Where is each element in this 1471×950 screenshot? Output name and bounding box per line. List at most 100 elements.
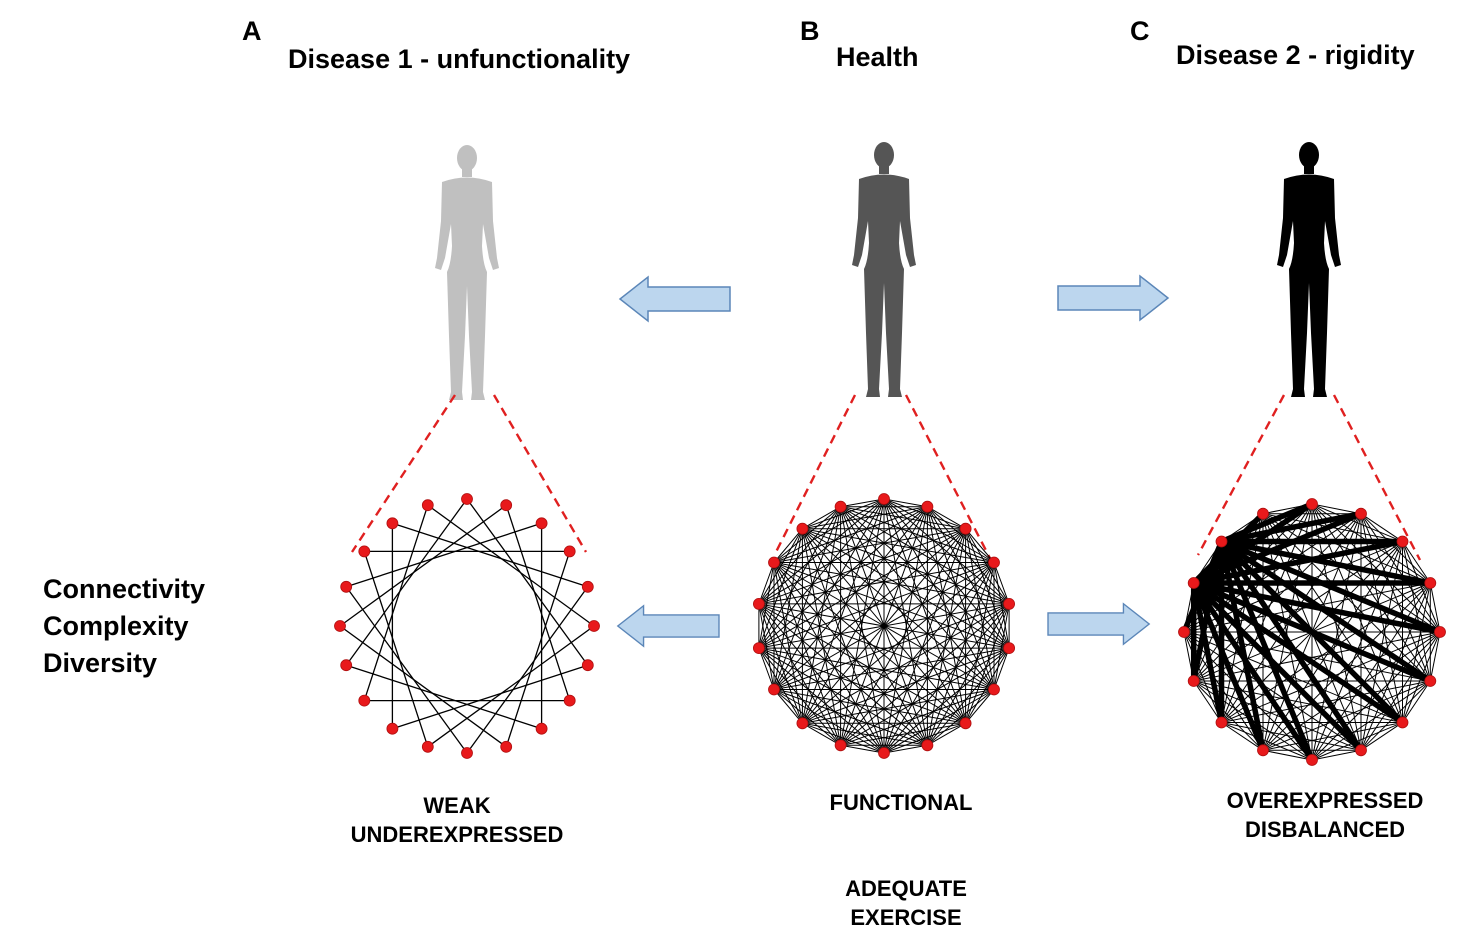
network-edge	[801, 603, 1010, 724]
network-node	[959, 717, 972, 730]
network-node	[753, 598, 765, 610]
network-edge	[1218, 538, 1315, 763]
network-edge	[883, 603, 1010, 754]
network-node	[1306, 754, 1318, 766]
network-edge	[965, 528, 1010, 649]
network-edge	[1181, 538, 1225, 635]
network-node	[563, 545, 576, 558]
network-edge	[1218, 538, 1364, 754]
network-edge	[773, 562, 967, 724]
side-label-list: Connectivity Complexity Diversity	[43, 571, 205, 682]
network-node	[1355, 744, 1367, 757]
network-edge	[1190, 580, 1315, 763]
network-edge	[758, 603, 928, 746]
network-node	[796, 717, 809, 730]
network-edge	[1360, 631, 1441, 751]
arrow-left-top	[619, 276, 731, 322]
arrow-right-top	[1057, 275, 1169, 321]
network-edge	[883, 498, 928, 508]
human-figure-light	[435, 145, 499, 400]
network-edge	[391, 664, 589, 730]
network-node	[1215, 535, 1228, 548]
network-edge	[773, 562, 1010, 605]
network-edge	[801, 506, 842, 724]
network-edge	[840, 506, 967, 724]
network-edge	[1218, 538, 1434, 684]
network-edge	[427, 504, 595, 627]
network-node	[834, 739, 847, 752]
network-edge	[773, 562, 842, 746]
human-figure-gray	[852, 142, 916, 397]
network-edge	[1193, 631, 1441, 682]
network-node	[988, 556, 1000, 569]
network-edge	[1360, 722, 1403, 751]
network-node	[1396, 535, 1409, 548]
network-edge	[883, 689, 995, 754]
network-edge	[758, 506, 842, 605]
network-ring-weak	[334, 493, 600, 759]
network-edge	[1311, 680, 1431, 761]
network-node	[1355, 507, 1367, 520]
panel-title-disease-1: Disease 1 - unfunctionality	[288, 44, 631, 74]
network-node	[1396, 716, 1409, 729]
note-line: ADEQUATE	[845, 876, 967, 901]
network-edge	[801, 498, 885, 724]
network-node	[563, 694, 576, 707]
network-edge	[773, 498, 885, 563]
network-edge	[840, 498, 885, 508]
caption-line: UNDEREXPRESSED	[350, 822, 564, 847]
network-edge	[773, 689, 885, 754]
network-edge	[773, 562, 803, 724]
network-edge	[758, 603, 967, 724]
network-edge	[1262, 749, 1313, 761]
network-edge	[840, 744, 885, 754]
network-edge	[1360, 513, 1403, 542]
network-edge	[840, 722, 967, 746]
network-node	[581, 659, 594, 672]
network-edge	[345, 522, 543, 588]
network-edge	[801, 528, 885, 754]
network-edge	[1402, 541, 1431, 584]
network-edge	[840, 647, 1010, 746]
network-node	[358, 694, 371, 707]
network-edge	[1221, 722, 1313, 761]
network-node	[340, 659, 353, 672]
network-node	[1424, 675, 1437, 687]
network-edge	[1311, 503, 1362, 515]
side-label-connectivity: Connectivity	[43, 574, 206, 604]
network-edge	[758, 562, 995, 605]
network-node	[1424, 577, 1437, 589]
network-node	[581, 580, 594, 593]
network-edge	[758, 647, 928, 746]
network-node	[834, 500, 847, 513]
caption-line: DISBALANCED	[1244, 817, 1406, 842]
network-edge	[840, 562, 995, 746]
network-edge	[1221, 722, 1264, 751]
network-edge	[1193, 680, 1222, 723]
network-edge	[758, 528, 803, 649]
network-edge	[1262, 722, 1403, 751]
network-edge	[926, 647, 1010, 746]
note-panel-b: ADEQUATE EXERCISE	[826, 874, 986, 932]
network-edge	[505, 550, 571, 748]
caption-panel-c: OVEREXPRESSED DISBALANCED	[1205, 786, 1445, 844]
network-edge	[801, 506, 928, 530]
network-edge	[773, 506, 842, 563]
network-edge	[926, 562, 995, 746]
network-edge	[1402, 541, 1431, 682]
network-edge	[505, 504, 571, 702]
human-figure-black	[1277, 142, 1341, 397]
network-edge	[1429, 582, 1441, 633]
network-edge	[1262, 503, 1313, 751]
network-node	[1187, 577, 1200, 589]
network-edge	[758, 498, 885, 649]
zoom-line-c-right	[1332, 394, 1422, 561]
network-edge	[339, 504, 507, 627]
network-node	[878, 747, 890, 759]
network-edge	[926, 722, 967, 746]
network-edge	[773, 647, 1010, 690]
network-hub-overexpressed	[1178, 498, 1446, 766]
network-edge	[840, 506, 1010, 649]
network-node	[1003, 598, 1015, 610]
